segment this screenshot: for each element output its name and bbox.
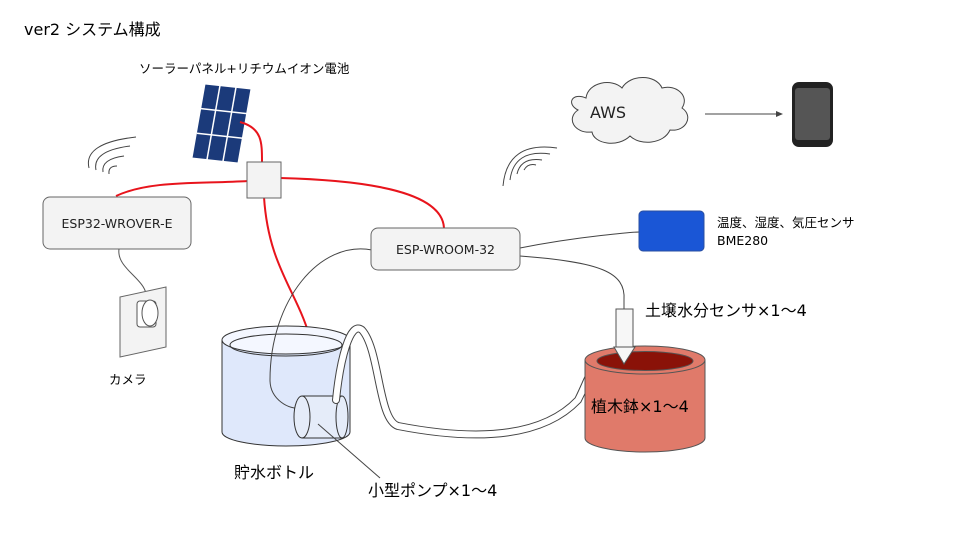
- solar-panel-label: ソーラーパネル+リチウムイオン電池: [139, 61, 350, 76]
- bme280-label-line2: BME280: [717, 233, 769, 248]
- soil-sensor-label: 土壌水分センサ×1〜4: [645, 301, 807, 320]
- esp-wroom-label: ESP-WROOM-32: [395, 241, 496, 257]
- pump-icon: [293, 395, 349, 439]
- diagram-title: ver2 システム構成: [24, 20, 161, 39]
- camera-icon: [119, 286, 167, 358]
- esp-wroom-box: [370, 227, 521, 271]
- esp32-wrover-label: ESP32-WROVER-E: [61, 215, 173, 231]
- bme280-label-line1: 温度、湿度、気圧センサ: [717, 215, 855, 230]
- esp32-wrover-box: [42, 196, 192, 250]
- wifi-signal-icon: [87, 136, 137, 175]
- solar-panel-icon: [191, 83, 252, 164]
- soil-sensor-icon: [613, 308, 636, 365]
- signal-cables: [269, 231, 641, 409]
- pump-label: 小型ポンプ×1〜4: [368, 481, 498, 500]
- battery-box: [246, 161, 282, 199]
- camera-label: カメラ: [109, 372, 147, 387]
- wifi-signal-icon-2: [502, 146, 558, 187]
- flower-pot-label: 植木鉢×1〜4: [591, 397, 689, 416]
- water-tube: [332, 324, 602, 439]
- smartphone-icon: [792, 82, 833, 147]
- water-bottle-label: 貯水ボトル: [234, 463, 315, 482]
- aws-label: AWS: [590, 103, 627, 122]
- arrow-to-phone: [705, 111, 783, 117]
- aws-cloud-icon: [571, 77, 689, 144]
- bme280-sensor-icon: [638, 210, 705, 252]
- pump-pointer-line: [317, 423, 381, 479]
